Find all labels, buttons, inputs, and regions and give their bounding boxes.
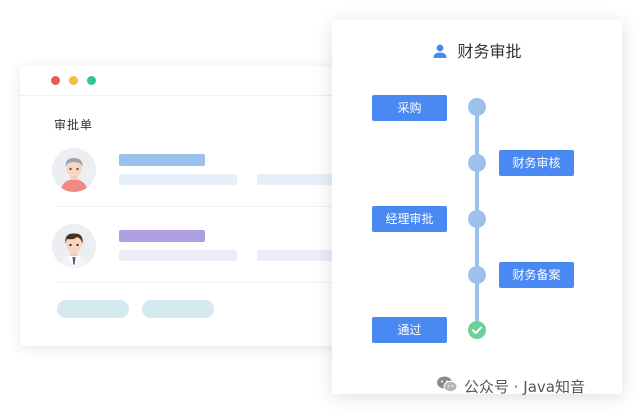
timeline-node [468,98,486,116]
watermark: 公众号 · Java知音 [436,375,585,397]
avatar-businessman-icon [52,224,96,268]
avatar-elder-icon [52,148,96,192]
item-title-bar [119,154,205,166]
window-maximize-dot[interactable] [87,76,96,85]
person-icon [432,43,448,63]
list-title: 审批单 [54,118,94,132]
list-item[interactable] [20,220,340,276]
list-divider [56,282,340,283]
watermark-text: 公众号 · Java知音 [464,377,585,396]
timeline-node [468,266,486,284]
window-titlebar [20,66,340,96]
item-detail-bar [257,174,340,185]
window-minimize-dot[interactable] [69,76,78,85]
approval-list-window: 审批单 [20,66,340,346]
workflow-title-text: 财务审批 [457,42,522,61]
item-detail-bar [257,250,340,261]
check-icon [468,321,486,339]
step-finance-review-button[interactable]: 财务审核 [499,150,574,176]
step-manager-approval-button[interactable]: 经理审批 [372,206,447,232]
list-divider [56,206,340,207]
item-detail-bar [119,174,237,185]
workflow-card: 财务审批 采购 财务审核 经理审批 财务备案 通过 [332,20,622,394]
workflow-title: 财务审批 [332,38,622,63]
step-approved-button[interactable]: 通过 [372,317,447,343]
action-pill-button[interactable] [57,300,129,318]
action-pill-button[interactable] [142,300,214,318]
list-item[interactable] [20,144,340,200]
step-finance-filing-button[interactable]: 财务备案 [499,262,574,288]
item-title-bar [119,230,205,242]
step-purchase-button[interactable]: 采购 [372,95,447,121]
window-close-dot[interactable] [51,76,60,85]
timeline-node [468,154,486,172]
wechat-icon [436,375,458,397]
timeline-node [468,210,486,228]
item-detail-bar [119,250,237,261]
